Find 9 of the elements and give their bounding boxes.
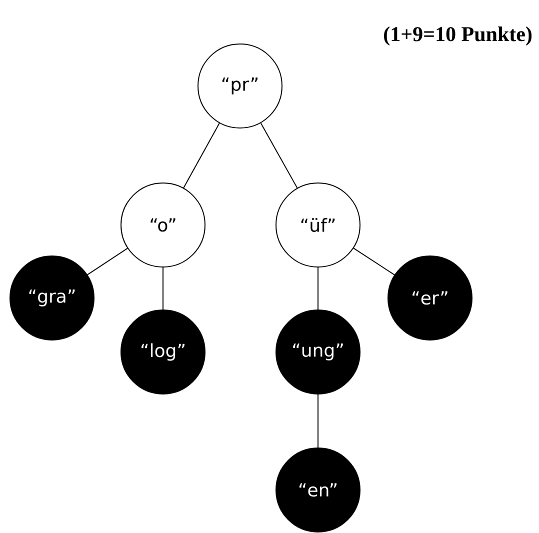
tree-edge [183,122,220,188]
circle-node: “üf” [276,182,360,268]
tree-edge [353,248,395,276]
circle-node: “o” [120,182,206,268]
tree-edge [260,122,298,188]
circle-node: “pr” [198,44,282,128]
tree-edge [162,267,164,310]
title: (1+9=10 Punkte) [384,26,532,46]
tree-edge [87,248,128,276]
